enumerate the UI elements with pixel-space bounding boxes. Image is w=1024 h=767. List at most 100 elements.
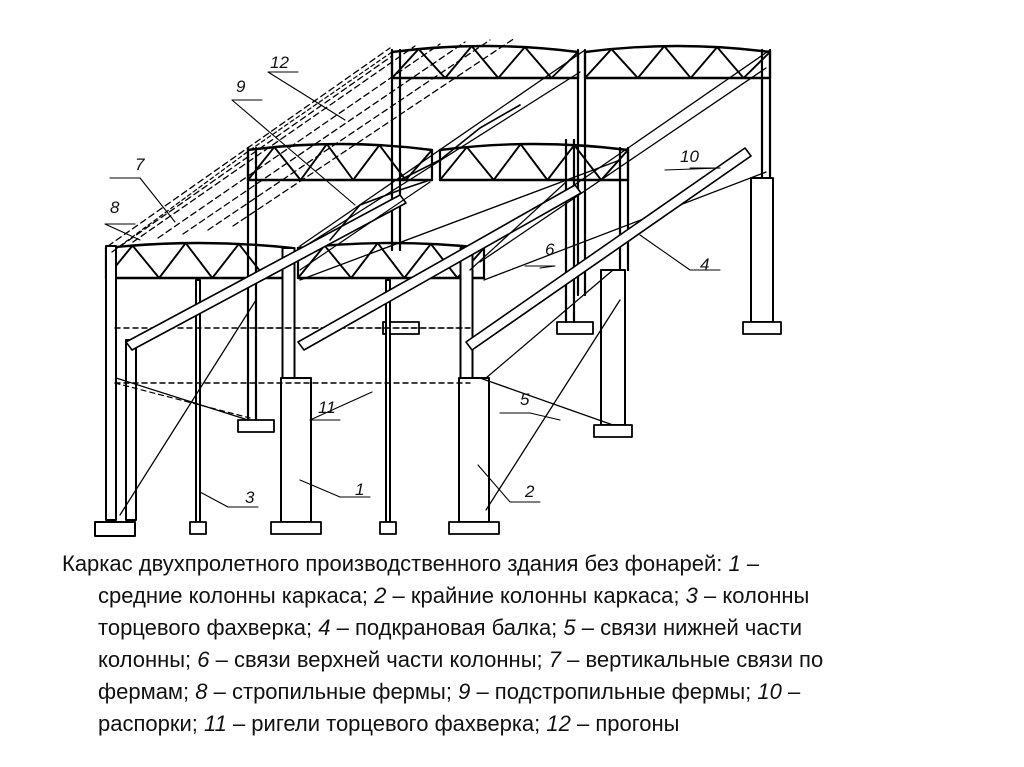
lower-bracing-5 xyxy=(115,377,249,421)
crane-beam-4-edge xyxy=(471,155,752,351)
strut-10 xyxy=(299,159,621,281)
caption-text: средние колонны каркаса; xyxy=(98,583,375,608)
caption-text: – связи верхней части колонны; xyxy=(209,647,549,672)
callout-leader-4 xyxy=(639,234,721,271)
vertical-bracing-7 xyxy=(249,51,393,151)
figure-caption: Каркас двухпролетного производственного … xyxy=(62,548,992,740)
back-truss-left-web xyxy=(391,45,579,79)
strut-10 xyxy=(279,71,581,263)
caption-text: колонны; xyxy=(98,647,198,672)
callout-label-10: 10 xyxy=(680,147,699,166)
callout-leader-10 xyxy=(664,167,721,171)
caption-item-number: 5 xyxy=(563,615,576,640)
back-middle-base xyxy=(556,321,594,335)
caption-item-number: 11 xyxy=(204,711,227,736)
caption-line: фермам; 8 – стропильные фермы; 9 – подст… xyxy=(62,676,992,708)
callout-label-6: 6 xyxy=(545,240,555,259)
end-wall-column-3-base xyxy=(189,521,207,535)
end-wall-column-3b xyxy=(385,279,391,523)
callout-leader-9 xyxy=(231,99,356,206)
caption-text: распорки; xyxy=(98,711,204,736)
crane-beam-4-edge xyxy=(131,202,407,351)
purlin-12 xyxy=(232,37,516,227)
purlin-12 xyxy=(107,47,391,247)
callout-label-9: 9 xyxy=(236,77,246,96)
purlin-12 xyxy=(182,41,466,235)
callout-leader-3 xyxy=(199,491,259,508)
purlin-12 xyxy=(157,43,441,239)
callout-label-4: 4 xyxy=(700,255,709,274)
purlin-12 xyxy=(111,55,393,253)
caption-item-number: 9 xyxy=(458,679,471,704)
caption-item-number: 1 xyxy=(728,551,741,576)
caption-text: – вертикальные связи по xyxy=(561,647,824,672)
callout-label-12: 12 xyxy=(270,53,289,72)
end-wall-column-3 xyxy=(195,279,201,523)
callout-leader-7 xyxy=(109,177,176,223)
callout-label-5: 5 xyxy=(520,390,530,409)
caption-line: средние колонны каркаса; 2 – крайние кол… xyxy=(62,580,992,612)
end-wall-column-3b-base xyxy=(379,521,397,535)
roof-line xyxy=(299,49,586,247)
caption-text: Каркас двухпролетного производственного … xyxy=(62,551,729,576)
callout-label-1: 1 xyxy=(355,480,364,499)
middle-column-1-upper xyxy=(281,247,296,379)
mid-truss-right-web xyxy=(439,143,629,181)
caption-text: – ригели торцевого фахверка; xyxy=(226,711,547,736)
caption-item-number: 3 xyxy=(685,583,698,608)
callout-label-11: 11 xyxy=(318,398,336,417)
caption-item-number: 12 xyxy=(546,711,571,736)
caption-text: – колонны xyxy=(697,583,810,608)
purlin-12 xyxy=(207,39,491,231)
edge-column-2-base xyxy=(448,521,500,535)
end-wall-girt-11-side xyxy=(114,382,251,419)
caption-text: торцевого фахверка; xyxy=(98,615,319,640)
back-right-lower-column-base xyxy=(742,321,782,335)
sub-truss-9 xyxy=(329,179,431,241)
callout-leader-8 xyxy=(104,223,141,241)
callout-leader-5 xyxy=(499,412,561,421)
upper-bracing-6 xyxy=(469,181,567,271)
mid-left-base xyxy=(237,419,275,433)
sub-truss-9 xyxy=(399,104,521,181)
callout-label-3: 3 xyxy=(245,488,255,507)
lower-bracing-5 xyxy=(485,299,621,511)
callout-leader-11 xyxy=(309,391,373,421)
caption-item-number: 6 xyxy=(197,647,210,672)
lower-bracing-5 xyxy=(485,269,614,379)
caption-line: Каркас двухпролетного производственного … xyxy=(62,548,992,580)
caption-text: – подкрановая балка; xyxy=(330,615,564,640)
caption-item-number: 2 xyxy=(374,583,387,608)
back-left-base xyxy=(382,321,420,335)
caption-item-number: 8 xyxy=(195,679,208,704)
purlin-12 xyxy=(132,45,416,243)
mid-truss-left-web xyxy=(247,143,433,181)
front-left-column-base xyxy=(94,521,136,537)
mid-right-lower-column xyxy=(600,269,626,426)
caption-text: фермам; xyxy=(98,679,196,704)
caption-text: – xyxy=(740,551,760,576)
middle-column-1-base xyxy=(270,521,322,535)
lower-bracing-5 xyxy=(479,377,614,426)
caption-line: торцевого фахверка; 4 – подкрановая балк… xyxy=(62,612,992,644)
edge-column-2-lower xyxy=(458,377,490,523)
callout-leader-12 xyxy=(267,71,346,121)
crane-beam-4 xyxy=(297,184,582,351)
upper-bracing-6 xyxy=(299,181,431,271)
caption-item-number: 4 xyxy=(318,615,331,640)
back-right-lower-column xyxy=(750,177,774,323)
back-truss-right-top-chord xyxy=(583,44,772,54)
vertical-bracing-7 xyxy=(119,149,251,247)
caption-text: – прогоны xyxy=(570,711,680,736)
strut-10 xyxy=(483,171,767,281)
callout-leader-6 xyxy=(524,265,556,269)
caption-text: – связи нижней части xyxy=(575,615,802,640)
front-truss-left-top-chord xyxy=(104,241,294,250)
caption-item-number: 10 xyxy=(757,679,782,704)
lower-bracing-5 xyxy=(119,299,257,516)
caption-text: – xyxy=(781,679,801,704)
back-truss-left-top-chord xyxy=(390,44,580,54)
callout-label-7: 7 xyxy=(135,155,145,174)
